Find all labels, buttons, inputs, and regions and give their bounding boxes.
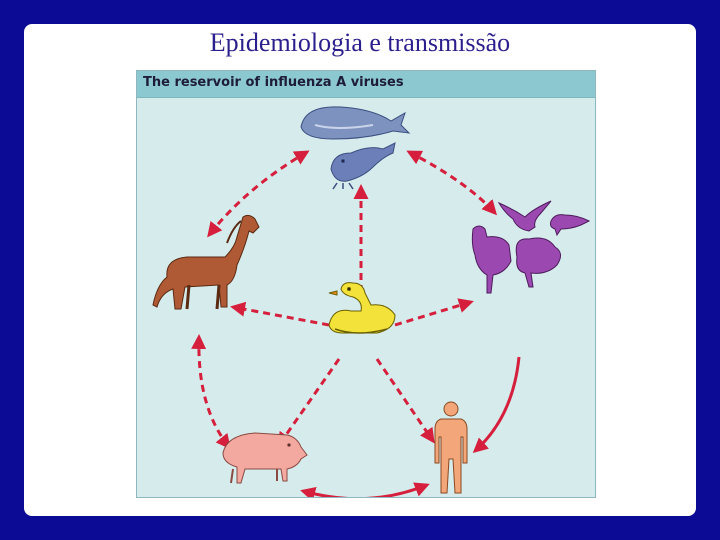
duck-icon bbox=[328, 282, 396, 334]
arrow-mammals-birds bbox=[406, 150, 498, 216]
arrow-duck-human bbox=[375, 358, 435, 444]
whale-icon bbox=[300, 106, 411, 140]
human-icon bbox=[434, 401, 468, 494]
pig-icon bbox=[222, 432, 308, 484]
influenza-reservoir-figure: The reservoir of influenza A viruses bbox=[136, 70, 596, 498]
arrow-duck-horse bbox=[230, 301, 330, 327]
figure-header: The reservoir of influenza A viruses bbox=[137, 71, 595, 98]
arrow-pig-human bbox=[300, 482, 430, 497]
transmission-diagram bbox=[152, 106, 591, 497]
arrow-duck-pig bbox=[277, 358, 341, 448]
solid-arrows bbox=[300, 356, 521, 497]
arrow-mammals-horse bbox=[207, 150, 310, 238]
birds-icon bbox=[471, 200, 591, 294]
flying-bird-icon bbox=[497, 200, 552, 232]
arrow-horse-pig bbox=[191, 334, 231, 450]
chicken-icon bbox=[471, 225, 512, 294]
figure-header-text: The reservoir of influenza A viruses bbox=[143, 75, 404, 90]
transmission-arrows bbox=[191, 150, 498, 450]
slide-title: Epidemiologia e transmissão bbox=[209, 28, 511, 57]
pigeon-icon bbox=[550, 214, 591, 237]
arrow-duck-birds bbox=[394, 298, 474, 327]
arrow-birds-human bbox=[472, 356, 521, 454]
horse-icon bbox=[152, 214, 260, 310]
seal-icon bbox=[330, 142, 396, 190]
turkey-icon bbox=[515, 237, 561, 288]
slide: Epidemiologia e transmissão The reservoi… bbox=[24, 24, 696, 516]
